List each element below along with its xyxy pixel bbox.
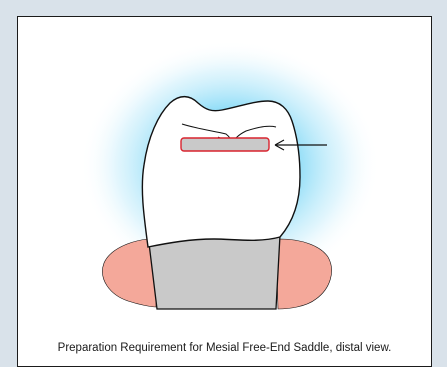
tooth-root: [148, 235, 280, 309]
figure-panel: Preparation Requirement for Mesial Free-…: [17, 16, 432, 367]
figure-caption: Preparation Requirement for Mesial Free-…: [18, 342, 431, 354]
tooth-crown: [142, 97, 300, 247]
rest-seat-preparation: [181, 138, 269, 151]
tooth-illustration: [18, 17, 431, 335]
